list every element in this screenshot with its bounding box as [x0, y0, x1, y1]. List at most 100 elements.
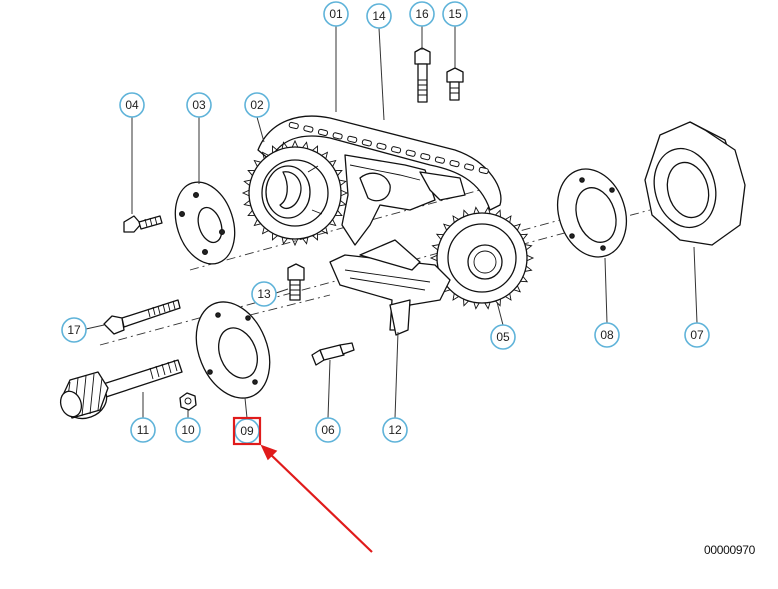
sprocket-tooth — [473, 206, 480, 214]
sprocket-tooth — [321, 151, 329, 159]
sprocket-tooth — [253, 219, 261, 227]
svg-text:14: 14 — [372, 9, 386, 23]
sprocket-tooth — [302, 237, 309, 245]
cover-housing-07 — [644, 121, 746, 246]
bolt-13 — [287, 263, 305, 301]
svg-text:12: 12 — [388, 423, 402, 437]
callout-01[interactable]: 01 — [323, 1, 349, 27]
callout-11[interactable]: 11 — [130, 417, 156, 443]
sprocket-tooth — [312, 233, 319, 241]
leader-lines — [85, 26, 698, 419]
assembly-axes — [99, 189, 651, 346]
sprocket-tooth — [291, 238, 299, 247]
svg-text:17: 17 — [67, 323, 81, 337]
callout-10[interactable]: 10 — [175, 417, 201, 443]
callout-12[interactable]: 12 — [382, 417, 408, 443]
sprocket-tooth — [513, 285, 522, 293]
sprocket-tooth — [452, 215, 459, 223]
bolt-17 — [103, 299, 181, 335]
callout-13[interactable]: 13 — [251, 281, 277, 307]
sprocket-tooth — [247, 169, 255, 176]
sprocket-tooth — [505, 215, 512, 223]
bolt-04 — [123, 215, 163, 233]
sprocket-tooth — [463, 299, 469, 307]
sprocket-tooth — [329, 159, 337, 167]
timing-chain — [257, 115, 502, 211]
sprocket-tooth — [329, 219, 337, 227]
chain-link — [347, 135, 358, 143]
sprocket-tooth — [241, 189, 250, 197]
sprocket-tooth — [526, 254, 535, 262]
sprocket-tooth — [340, 189, 349, 197]
callout-06[interactable]: 06 — [315, 417, 341, 443]
sprocket-tooth — [243, 200, 251, 207]
svg-text:11: 11 — [137, 423, 150, 437]
callout-03[interactable]: 03 — [186, 92, 212, 118]
sprocket-tooth — [484, 206, 491, 214]
sprocket-tooth — [429, 254, 438, 262]
svg-text:13: 13 — [257, 287, 271, 301]
svg-text:07: 07 — [690, 328, 704, 342]
sprocket-tooth — [291, 139, 299, 148]
svg-text:05: 05 — [496, 330, 510, 344]
sprocket-tooth — [281, 237, 288, 245]
callout-17[interactable]: 17 — [61, 317, 87, 343]
chain-link — [464, 163, 475, 171]
guide-rail-bracket — [329, 239, 451, 336]
sprocket-tooth — [520, 233, 529, 240]
callout-15[interactable]: 15 — [442, 1, 468, 27]
chain-link — [434, 156, 445, 164]
sprocket-tooth — [253, 159, 261, 167]
tensioner-rail — [341, 154, 466, 246]
sprocket-tooth — [473, 302, 480, 310]
svg-text:16: 16 — [415, 7, 429, 21]
sprocket-tooth — [271, 145, 278, 153]
highlight-box-09 — [232, 416, 262, 446]
svg-text:08: 08 — [600, 328, 614, 342]
sprocket-tooth — [524, 244, 533, 251]
callout-16[interactable]: 16 — [409, 1, 435, 27]
svg-text:10: 10 — [181, 423, 195, 437]
chain-link — [332, 132, 343, 140]
drawing-code: 00000970 — [704, 543, 755, 557]
sprocket-tooth — [505, 293, 512, 301]
callout-05[interactable]: 05 — [490, 324, 516, 350]
sprocket-tooth — [321, 227, 329, 235]
sprocket-tooth — [335, 169, 343, 176]
plate-03 — [174, 181, 236, 265]
callout-14[interactable]: 14 — [366, 3, 392, 29]
sprocket-tooth — [452, 293, 459, 301]
stud-06 — [311, 342, 355, 366]
svg-text:15: 15 — [448, 7, 462, 21]
svg-text:02: 02 — [250, 98, 264, 112]
svg-text:04: 04 — [125, 98, 139, 112]
callout-02[interactable]: 02 — [244, 92, 270, 118]
sprocket-tooth — [261, 151, 269, 159]
chain-link — [449, 160, 460, 168]
seal-ring-09 — [195, 301, 271, 399]
bolt-16 — [414, 47, 431, 103]
crankshaft-sprocket — [429, 206, 535, 310]
sprocket-tooth — [524, 265, 533, 272]
sprocket-tooth — [435, 233, 444, 240]
gasket-ring-08 — [557, 168, 627, 258]
nut-10 — [179, 392, 197, 411]
svg-text:01: 01 — [329, 7, 343, 21]
sprocket-tooth — [431, 244, 440, 251]
sprocket-tooth — [463, 209, 469, 217]
callout-07[interactable]: 07 — [684, 322, 710, 348]
callout-09[interactable]: 09 — [234, 418, 260, 444]
svg-text:06: 06 — [321, 423, 335, 437]
chain-link — [303, 125, 314, 133]
chain-link — [361, 139, 372, 147]
chain-link — [376, 142, 387, 150]
gear-shaft-11 — [59, 359, 183, 420]
chain-link — [478, 166, 489, 175]
sprocket-tooth — [335, 210, 343, 217]
sprocket-tooth — [484, 302, 491, 310]
callout-04[interactable]: 04 — [119, 92, 145, 118]
sprocket-tooth — [247, 210, 255, 217]
callout-08[interactable]: 08 — [594, 322, 620, 348]
sprocket-tooth — [243, 179, 251, 186]
